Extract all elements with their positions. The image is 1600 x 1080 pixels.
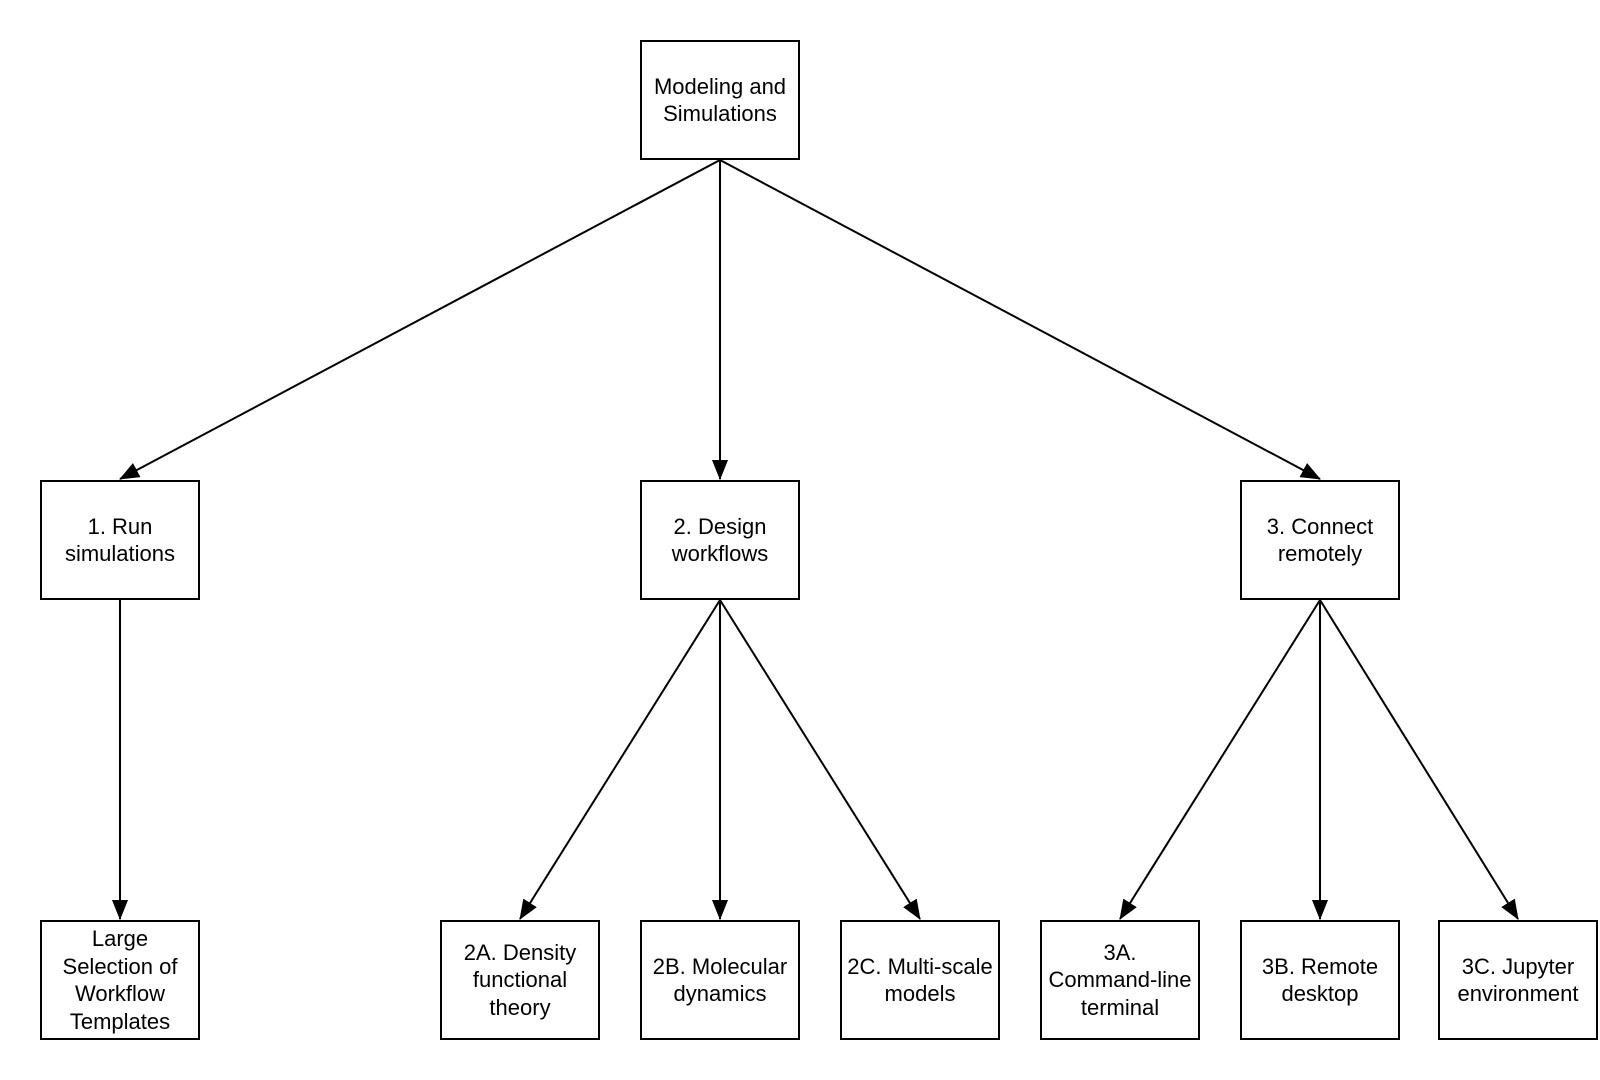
node-workflow-templates: Large Selection of Workflow Templates	[40, 920, 200, 1040]
node-connect-remotely: 3. Connect remotely	[1240, 480, 1400, 600]
node-command-line-terminal: 3A. Command-line terminal	[1040, 920, 1200, 1040]
node-jupyter-environment: 3C. Jupyter environment	[1438, 920, 1598, 1040]
node-molecular-dynamics: 2B. Molecular dynamics	[640, 920, 800, 1040]
node-run-simulations: 1. Run simulations	[40, 480, 200, 600]
node-multi-scale-models: 2C. Multi-scale models	[840, 920, 1000, 1040]
node-modeling-and-simulations: Modeling and Simulations	[640, 40, 800, 160]
node-design-workflows: 2. Design workflows	[640, 480, 800, 600]
node-remote-desktop: 3B. Remote desktop	[1240, 920, 1400, 1040]
node-density-functional-theory: 2A. Density functional theory	[440, 920, 600, 1040]
